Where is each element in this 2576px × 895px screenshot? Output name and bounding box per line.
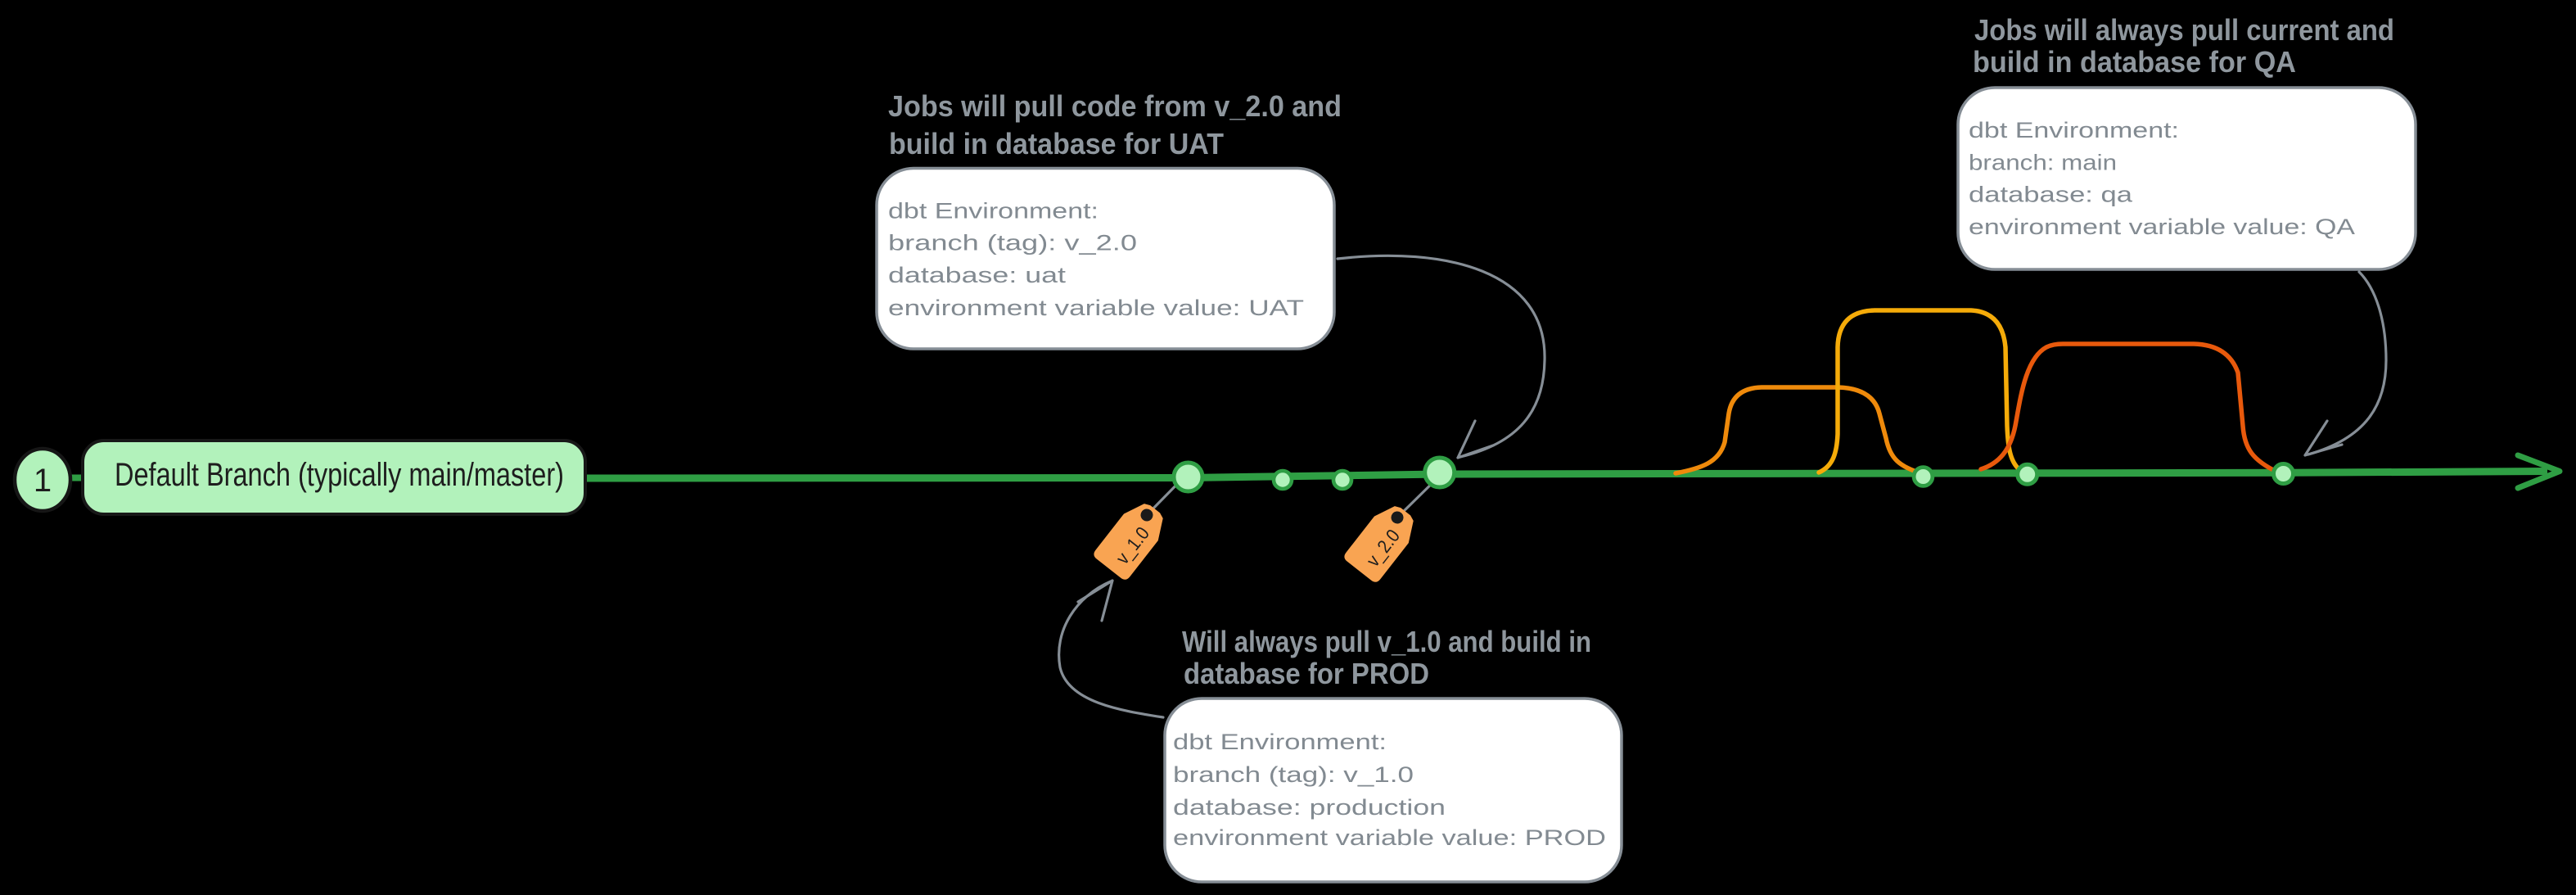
svg-text:Jobs will pull code from v_2.0: Jobs will pull code from v_2.0 and — [888, 89, 1342, 123]
svg-text:branch (tag): v_2.0: branch (tag): v_2.0 — [888, 231, 1137, 255]
svg-text:1: 1 — [34, 463, 52, 499]
svg-text:database: qa: database: qa — [1969, 183, 2133, 207]
svg-text:dbt Environment:: dbt Environment: — [888, 199, 1099, 224]
svg-text:environment variable value: PR: environment variable value: PROD — [1173, 825, 1606, 850]
svg-text:build in database for UAT: build in database for UAT — [889, 127, 1224, 160]
svg-text:build in database for QA: build in database for QA — [1973, 45, 2296, 79]
svg-text:database: production: database: production — [1173, 795, 1446, 820]
svg-text:environment variable value: QA: environment variable value: QA — [1969, 215, 2355, 239]
svg-text:branch: main: branch: main — [1969, 151, 2117, 175]
svg-text:dbt Environment:: dbt Environment: — [1173, 730, 1387, 754]
svg-text:database for PROD: database for PROD — [1184, 657, 1429, 690]
svg-text:environment variable value: UA: environment variable value: UAT — [888, 296, 1304, 320]
svg-text:Jobs will always pull current: Jobs will always pull current and — [1974, 13, 2394, 47]
svg-text:database: uat: database: uat — [888, 263, 1067, 287]
svg-text:Default Branch (typically main: Default Branch (typically main/master) — [115, 457, 564, 493]
svg-text:Will always pull v_1.0 and bui: Will always pull v_1.0 and build in — [1182, 625, 1591, 658]
svg-text:dbt Environment:: dbt Environment: — [1969, 118, 2179, 142]
svg-text:branch (tag): v_1.0: branch (tag): v_1.0 — [1173, 762, 1414, 787]
